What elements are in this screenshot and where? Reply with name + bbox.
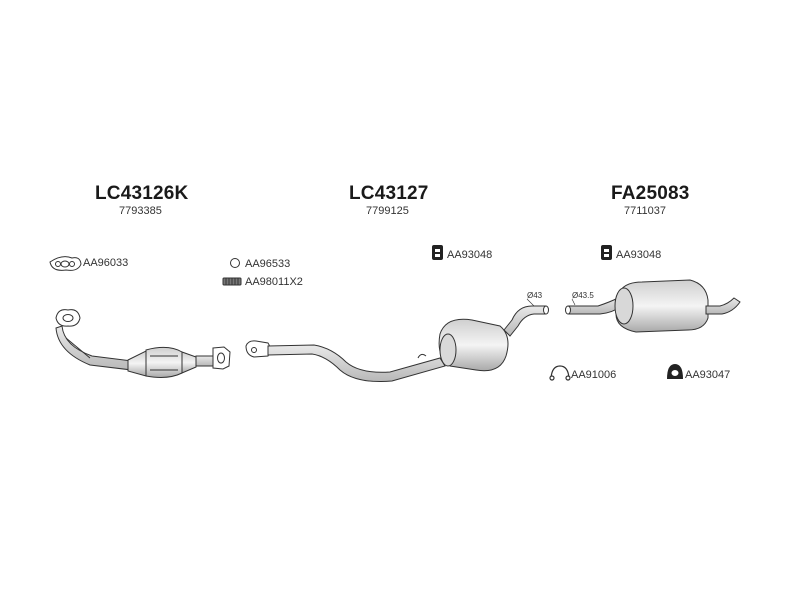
part-number-middle: LC43127 <box>349 183 429 204</box>
label-gasket: AA96033 <box>83 257 129 269</box>
dimension-rear-inlet: Ø43.5 <box>572 291 594 300</box>
part-number-rear: FA25083 <box>611 183 690 204</box>
label-ring: AA96533 <box>245 258 291 270</box>
label-rubber-mount-middle: AA93048 <box>447 249 493 261</box>
label-rubber-mount-lower: AA93047 <box>685 369 731 381</box>
clamp-icon <box>549 365 571 381</box>
oe-number-middle: 7799125 <box>366 205 409 217</box>
label-clamp: AA91006 <box>571 369 617 381</box>
rear-silencer <box>565 279 741 333</box>
middle-pipe-silencer <box>245 305 549 382</box>
label-spring-bolts: AA98011X2 <box>245 276 303 288</box>
rubber-mount-icon <box>432 245 443 260</box>
label-rubber-mount-rear: AA93048 <box>616 249 662 261</box>
rubber-mount-icon <box>601 245 612 260</box>
oe-number-front: 7793385 <box>119 205 162 217</box>
dimension-marker <box>526 298 576 307</box>
oe-number-rear: 7711037 <box>624 205 667 217</box>
front-pipe-catalyst <box>55 309 231 378</box>
spring-bolt-icon <box>222 277 242 286</box>
ring-icon <box>230 258 240 268</box>
dimension-middle-outlet: Ø43 <box>527 291 543 300</box>
part-number-front: LC43126K <box>95 183 189 204</box>
rubber-mount-icon <box>667 364 683 379</box>
gasket-icon <box>49 256 82 271</box>
